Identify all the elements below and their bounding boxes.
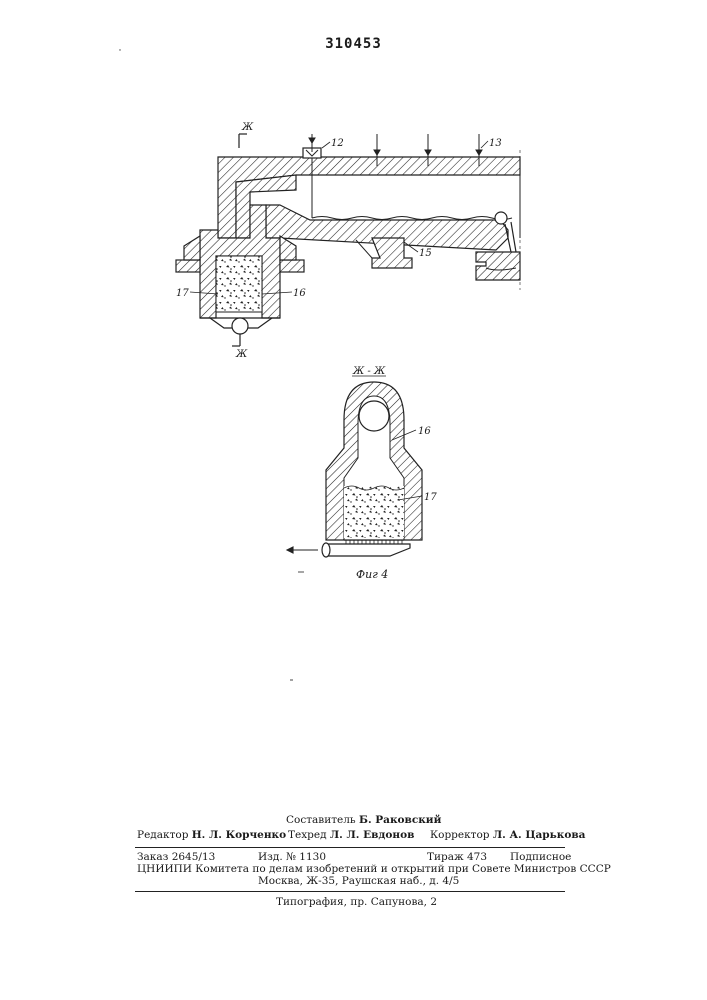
section-inlet-pipe (326, 544, 410, 556)
melt-surface (312, 217, 512, 220)
section-round-duct (359, 401, 389, 431)
compiler-label: Составитель (286, 814, 356, 826)
imprint-divider (135, 847, 565, 848)
printing-line: Типография, пр. Сапунова, 2 (276, 896, 437, 909)
section-letter-bottom: Ж (235, 349, 248, 360)
furnace-longitudinal-view: Ж (176, 122, 520, 360)
label-16-section: 16 (418, 426, 431, 437)
corrector-label: Корректор (430, 829, 490, 841)
section-letter-top: Ж (241, 122, 254, 133)
label-17-top: 17 (176, 288, 189, 299)
editor-line: Редактор Н. Л. Корченко (137, 829, 286, 842)
label-17-section: 17 (424, 492, 437, 503)
techred-label: Техред (288, 829, 327, 841)
address-line: Москва, Ж-35, Раушская наб., д. 4/5 (258, 875, 459, 888)
figure-caption: Фиг 4 (356, 568, 388, 581)
label-13: 13 (489, 138, 502, 149)
label-15: 15 (419, 248, 432, 259)
section-title: Ж - Ж (352, 366, 386, 377)
label-16-top: 16 (293, 288, 306, 299)
compiler-name: Б. Раковский (359, 814, 441, 826)
right-flange (280, 260, 304, 272)
section-view: Ж - Ж 16 17 Фиг 4 (287, 366, 437, 581)
techred-name: Л. Л. Евдонов (330, 829, 414, 841)
techred-line: Техред Л. Л. Евдонов (288, 829, 414, 842)
inlet-fitting (303, 138, 321, 218)
packing-bed-top (216, 256, 262, 312)
label-12: 12 (331, 138, 344, 149)
section-marker-top: Ж (239, 122, 254, 148)
compiler-line: Составитель Б. Раковский (286, 814, 441, 827)
editor-name: Н. Л. Корченко (192, 829, 286, 841)
outlet-trough (476, 252, 520, 280)
bottom-pipe (232, 318, 248, 334)
imprint-divider-bottom (135, 891, 565, 892)
editor-label: Редактор (137, 829, 188, 841)
right-burner (495, 212, 507, 224)
packing-bed-section (344, 486, 404, 538)
corrector-line: Корректор Л. А. Царькова (430, 829, 585, 842)
left-flange (176, 260, 200, 272)
corrector-name: Л. А. Царькова (493, 829, 586, 841)
flow-arrow (287, 547, 318, 553)
section-marker-bottom: Ж (232, 334, 248, 360)
